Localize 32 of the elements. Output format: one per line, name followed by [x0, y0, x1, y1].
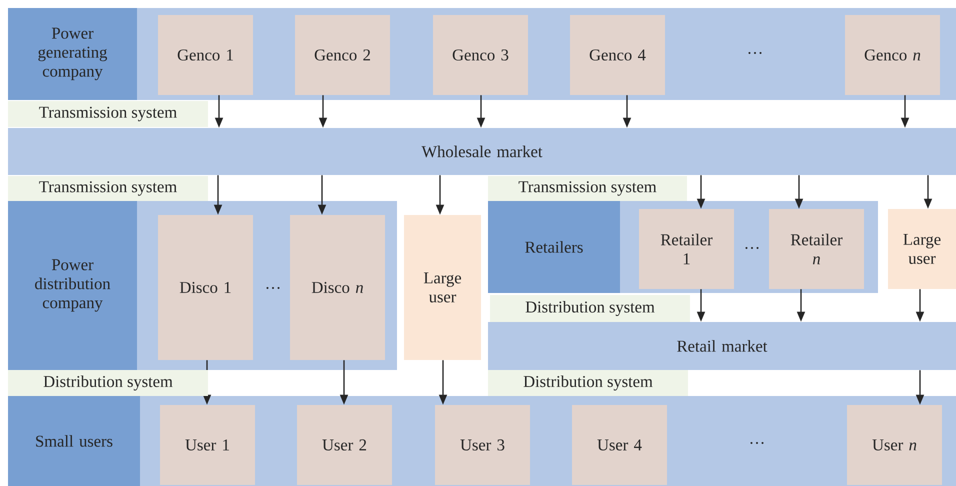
entity-box: User 4 — [572, 404, 667, 485]
entity-box: User n — [847, 404, 942, 485]
entity-box: User 2 — [297, 404, 392, 485]
ellipsis: … — [748, 52, 762, 54]
header-box: Small users — [8, 396, 140, 486]
entity-box: Retailer 1 — [639, 208, 734, 289]
entity-box: Retailer n — [769, 208, 864, 289]
market-bar: Wholesale market — [8, 128, 956, 175]
header-box: Retailers — [488, 201, 620, 293]
ellipsis: … — [746, 247, 758, 249]
entity-box: User 1 — [160, 404, 255, 485]
system-label: Distribution system — [8, 370, 208, 396]
system-label: Transmission system — [488, 176, 687, 201]
entity-box: Genco 3 — [433, 15, 528, 95]
system-label: Distribution system — [488, 370, 688, 396]
entity-box: User 3 — [435, 404, 530, 485]
entity-box: Disco 1 — [158, 214, 253, 360]
header-box: Power generating company — [8, 8, 137, 100]
entity-box: Large user — [888, 208, 956, 289]
entity-box: Genco 2 — [295, 15, 390, 95]
ellipsis: … — [266, 287, 280, 289]
entity-box: Genco 4 — [570, 15, 665, 95]
system-label: Transmission system — [8, 176, 208, 201]
entity-box: Genco n — [845, 15, 940, 95]
market-bar: Retail market — [488, 322, 956, 370]
ellipsis: … — [750, 442, 764, 444]
entity-box: Genco 1 — [158, 15, 253, 95]
entity-box: Large user — [404, 214, 481, 360]
system-label: Transmission system — [8, 101, 208, 127]
system-label: Distribution system — [490, 294, 690, 322]
entity-box: Disco n — [290, 214, 385, 360]
header-box: Power distribution company — [8, 201, 137, 370]
